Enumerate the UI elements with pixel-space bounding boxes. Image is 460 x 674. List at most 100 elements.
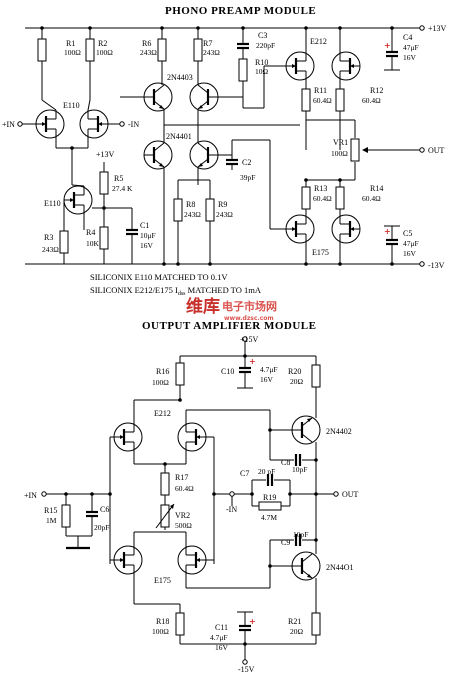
svg-text:电子市场网: 电子市场网	[222, 299, 277, 313]
r4-label: R4	[86, 228, 95, 237]
r2-value: 100Ω	[96, 48, 113, 57]
preamp-supply-plus13: +13V	[428, 24, 447, 33]
c1-label: C1	[140, 221, 149, 230]
amp-supply-plus15: +15V	[240, 335, 259, 344]
c6-value: 20pF	[94, 523, 109, 532]
jfet-e212-left	[284, 50, 316, 82]
resistor-r21	[311, 612, 321, 636]
c10-value-cap: 4.7μF	[260, 365, 278, 374]
c5-polarity: +	[384, 227, 391, 236]
preamp-supply-minus13: -13V	[428, 261, 445, 270]
c1-value-volt: 16V	[140, 241, 154, 250]
c9-label: C9	[281, 538, 290, 547]
resistor-r2	[85, 38, 95, 62]
c2-label: C2	[242, 158, 251, 167]
resistor-r14	[335, 186, 345, 210]
jfet-e110-source	[62, 184, 94, 216]
c8-label: C8	[281, 458, 290, 467]
r3-label: R3	[44, 233, 53, 242]
resistor-r10	[238, 58, 248, 82]
r9-label: R9	[218, 200, 227, 209]
resistor-r9	[205, 198, 215, 222]
amp-supply-minus15: -15V	[238, 665, 255, 674]
r13-label: R13	[314, 184, 327, 193]
r21-label: R21	[288, 617, 301, 626]
preamp-out: OUT	[428, 146, 445, 155]
r17-label: R17	[175, 473, 188, 482]
r20-value: 20Ω	[290, 377, 304, 386]
resistor-r20	[311, 364, 321, 388]
resistor-r4	[99, 226, 109, 250]
r5-label: R5	[114, 174, 123, 183]
transistor-2n4402	[290, 414, 322, 446]
c10-value-volt: 16V	[260, 375, 274, 384]
jfet-e175-left	[284, 213, 316, 245]
amp-jfet-e175-left	[112, 544, 144, 576]
c4-value-volt: 16V	[403, 53, 417, 62]
r10-value: 10Ω	[255, 67, 269, 76]
c3-label: C3	[258, 31, 267, 40]
c7-label: C7	[240, 469, 249, 478]
r10-label: R10	[255, 58, 268, 67]
c11-value-cap: 4.7μF	[210, 633, 228, 642]
jfet-e110-left	[34, 108, 66, 140]
resistor-r17	[160, 472, 170, 496]
potentiometer-vr1	[350, 138, 360, 162]
note-line-1: SILICONIX E110 MATCHED TO 0.1V	[90, 272, 228, 282]
resistor-r19	[258, 501, 282, 511]
note-line-2: SILICONIX E212/E175 Idss MATCHED TO 1mA	[90, 285, 262, 297]
vr1-value: 100Ω	[331, 149, 348, 158]
capacitor-c5	[384, 238, 400, 246]
c3-value: 220pF	[256, 41, 275, 50]
resistor-r13	[301, 186, 311, 210]
e110b-label: E110	[44, 199, 61, 208]
resistor-r15	[61, 504, 71, 528]
c1-value-cap: 10μF	[140, 231, 156, 240]
c11-label: C11	[215, 623, 228, 632]
r17-value: 60.4Ω	[175, 484, 194, 493]
capacitor-c4	[384, 50, 400, 58]
preamp-plus-in: +IN	[2, 120, 15, 129]
svg-text:www.dzsc.com: www.dzsc.com	[224, 315, 274, 322]
r6-value: 243Ω	[140, 48, 157, 57]
r16-label: R16	[156, 367, 169, 376]
transistor-2n4403-left	[142, 81, 174, 113]
amp-plus-in: +IN	[24, 491, 37, 500]
r6-label: R6	[142, 39, 151, 48]
resistor-r3	[59, 230, 69, 254]
r1-value: 100Ω	[64, 48, 81, 57]
r13-value: 60.4Ω	[313, 194, 332, 203]
r11-value: 60.4Ω	[313, 96, 332, 105]
amp-jfet-e212-left	[112, 421, 144, 453]
q-2n4401-out-label: 2N44O1	[326, 563, 354, 572]
svg-text:维库: 维库	[186, 296, 220, 317]
r18-label: R18	[156, 617, 169, 626]
r15-label: R15	[44, 506, 57, 515]
r8-label: R8	[186, 200, 195, 209]
c4-value-cap: 47μF	[403, 43, 419, 52]
c10-label: C10	[221, 367, 234, 376]
capacitor-c1	[124, 228, 140, 236]
r21-value: 20Ω	[290, 627, 304, 636]
transistor-2n4401-out	[290, 550, 322, 582]
vr1-label: VR1	[333, 138, 348, 147]
c8-value: 10pF	[292, 465, 307, 474]
q-2n4403-label: 2N4403	[167, 73, 193, 82]
c2-value: 39pF	[240, 173, 255, 182]
preamp-title: PHONO PREAMP MODULE	[165, 5, 316, 17]
r18-value: 100Ω	[152, 627, 169, 636]
r7-label: R7	[203, 39, 212, 48]
r20-label: R20	[288, 367, 301, 376]
resistor-r12	[335, 88, 345, 112]
capacitor-c11	[237, 624, 253, 632]
preamp-e212-label: E212	[310, 37, 327, 46]
amp-jfet-e175-right	[176, 544, 208, 576]
q-2n4401-label: 2N4401	[166, 132, 192, 141]
c6-label: C6	[100, 505, 109, 514]
c11-value-volt: 16V	[215, 643, 229, 652]
capacitor-c6	[84, 510, 100, 518]
r9-value: 243Ω	[216, 210, 233, 219]
resistor-r7	[193, 38, 203, 62]
c9-value: 10pF	[293, 530, 308, 539]
c10-polarity: +	[249, 357, 256, 366]
